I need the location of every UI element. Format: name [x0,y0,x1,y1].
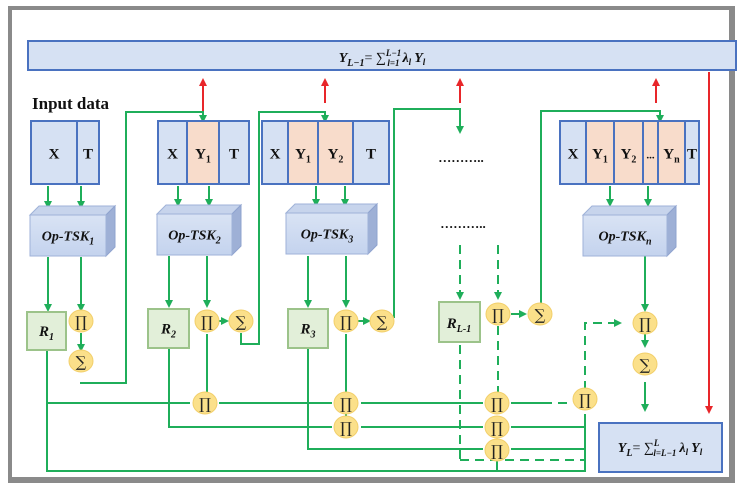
product-node: ∏ [333,309,359,333]
input-vector: X Y1 Y2... Yn T [559,120,700,185]
op-tsk-label: Op-TSK1 [42,230,94,248]
op-tsk-label: Op-TSK2 [168,229,220,247]
product-node: ∏ [485,302,511,326]
product-symbol: ∏ [340,419,352,437]
input-cell-label: X [167,147,178,163]
product-symbol: ∏ [579,391,591,409]
sum-node: ∑ [68,349,94,373]
input-vector: X Y1 Y2 T [261,120,390,185]
feedback-arrows [199,72,713,414]
input-data-label: Input data [32,94,110,113]
input-cell [352,120,390,185]
input-cell [559,120,587,185]
sum-symbol: ∑ [236,313,247,331]
product-symbol: ∏ [201,313,213,331]
input-cell [30,120,78,185]
product-symbol: ∏ [492,306,504,324]
input-cell-label: Yn [663,147,680,166]
flow-lines [44,108,664,472]
input-cell [186,120,220,185]
input-cell [218,120,250,185]
product-symbol: ∏ [340,313,352,331]
op-tsk-label: Op-TSK3 [301,228,353,246]
op-tsk-module: Op-TSK3 [284,202,379,256]
rule-box-l-1: RL-1 [438,301,481,343]
product-node: ∏ [484,415,510,439]
svg-text:R3: R3 [299,322,315,341]
dashed-flow-lines [456,245,622,461]
product-symbol: ∏ [75,313,87,331]
product-node: ∏ [333,415,359,439]
input-cell-label: T [229,147,239,163]
product-node: ∏ [632,311,658,335]
product-symbol: ∏ [491,395,503,413]
sum-symbol: ∑ [640,356,651,374]
input-cell-label: X [49,147,60,163]
sum-symbol: ∑ [76,353,87,371]
input-cell-label: T [83,147,93,163]
input-cell [613,120,644,185]
op-tsk-module: Op-TSK2 [155,203,243,257]
input-cell [657,120,686,185]
rule-box: R3 [287,308,329,349]
input-cell [684,120,700,185]
input-cell [76,120,100,185]
product-node: ∏ [194,309,220,333]
ellipsis-top: ……….. [438,150,484,165]
input-cell-label: Y1 [195,147,211,166]
input-cell [261,120,289,185]
input-cell-label: X [568,147,579,163]
svg-text:R1: R1 [38,324,54,343]
product-symbol: ∏ [491,442,503,460]
input-cell-label: Y1 [592,147,608,166]
product-symbol: ∏ [340,395,352,413]
input-cell [157,120,188,185]
sum-node: ∑ [228,309,254,333]
rule-box: R2 [147,308,190,349]
svg-text:RL-1: RL-1 [446,316,471,335]
product-node: ∏ [333,391,359,415]
product-symbol: ∏ [491,419,503,437]
sum-symbol: ∑ [377,313,388,331]
product-symbol: ∏ [639,315,651,333]
input-cell-label: X [270,147,281,163]
product-node: ∏ [484,438,510,462]
input-cell-label: Y2 [328,147,344,166]
op-tsk-label: Op-TSKn [598,230,651,248]
ellipsis-middle: ……….. [440,216,486,231]
svg-text:R2: R2 [160,322,176,341]
input-cell-label: Y1 [295,147,311,166]
stage-n: X Y1 Y2... Yn T Op-TSKn [559,120,700,258]
sum-node: ∑ [369,309,395,333]
product-node: ∏ [68,309,94,333]
product-node: ∏ [484,391,510,415]
sum-node: ∑ [632,352,658,376]
input-cell-label: Y2 [621,147,637,166]
input-cell [287,120,319,185]
product-node: ∏ [192,391,218,415]
sum-node: ∑ [527,302,553,326]
input-cell-label: T [366,147,376,163]
input-cell-label: ... [646,150,655,162]
rule-box: R1 [26,311,67,351]
input-vector: X Y1 T [157,120,250,185]
product-node: ∏ [572,387,598,411]
input-cell-label: T [687,147,697,163]
op-tsk-module: Op-TSKn [581,204,678,258]
sum-symbol: ∑ [535,306,546,324]
product-symbol: ∏ [199,395,211,413]
op-tsk-module: Op-TSK1 [28,204,117,258]
